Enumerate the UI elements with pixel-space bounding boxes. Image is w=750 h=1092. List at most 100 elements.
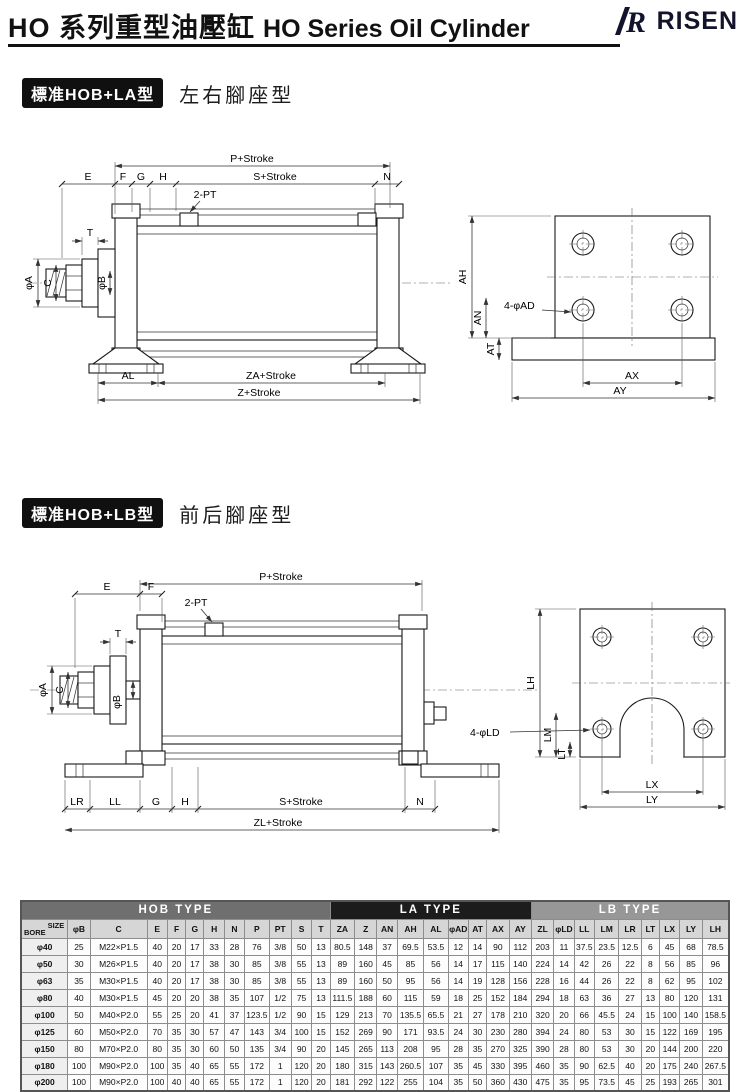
value-cell: 14	[447, 954, 469, 973]
value-cell: 37.5	[573, 937, 595, 956]
value-cell: 40	[618, 1056, 642, 1075]
value-cell: 65.5	[423, 1005, 449, 1024]
rod-collar	[93, 665, 111, 715]
rear-fitting	[423, 701, 435, 725]
value-cell: 15	[640, 1022, 661, 1041]
value-cell: 394	[530, 1022, 555, 1041]
dim-f: F	[120, 171, 126, 183]
dim-phi-a: φA	[23, 276, 35, 290]
value-cell: 38	[203, 954, 225, 973]
value-cell: 62.5	[593, 1056, 620, 1075]
value-cell: 301	[701, 1073, 730, 1092]
mounting-bolts	[590, 625, 715, 741]
value-cell: 135	[244, 1039, 270, 1058]
value-cell: 14	[447, 971, 469, 990]
value-cell: 25	[67, 937, 91, 956]
value-cell: 100	[67, 1056, 91, 1075]
value-cell: 36	[593, 988, 620, 1007]
value-cell: 45	[618, 1073, 642, 1092]
value-cell: 40	[146, 954, 168, 973]
value-cell: 40	[146, 971, 168, 990]
dim-z-stroke: Z+Stroke	[238, 387, 281, 399]
value-cell: 224	[530, 954, 555, 973]
lb-foot-brackets	[64, 750, 500, 778]
value-cell: 320	[530, 1005, 555, 1024]
col-header-lm: LM	[593, 918, 620, 939]
col-header-ll: LL	[573, 918, 595, 939]
value-cell: 28	[553, 1039, 575, 1058]
value-cell: 30	[185, 1022, 205, 1041]
bore-cell: φ63	[20, 971, 69, 990]
header-rule	[8, 44, 620, 47]
la-foot-brackets	[88, 347, 426, 374]
value-cell: 395	[508, 1056, 532, 1075]
value-cell: 85	[244, 971, 270, 990]
value-cell: 85	[679, 954, 703, 973]
value-cell: 37	[376, 937, 398, 956]
value-cell: 80.5	[329, 937, 356, 956]
value-cell: 330	[486, 1056, 510, 1075]
value-cell: 24	[447, 1022, 469, 1041]
value-cell: 14	[467, 937, 488, 956]
rear-fitting-nut	[433, 706, 447, 721]
value-cell: 175	[658, 1056, 681, 1075]
dim-lr: LR	[70, 796, 84, 808]
gland-plate	[97, 248, 116, 318]
value-cell: 200	[679, 1039, 703, 1058]
col-header-ay: AY	[508, 918, 532, 939]
value-cell: 20	[166, 954, 187, 973]
dim-n: N	[383, 171, 391, 183]
value-cell: 90	[573, 1056, 595, 1075]
value-cell: 60	[67, 1022, 91, 1041]
value-cell: 50	[290, 937, 313, 956]
value-cell: 112	[508, 937, 532, 956]
value-cell: 53	[593, 1022, 620, 1041]
value-cell: 13	[311, 971, 331, 990]
bore-cell: φ50	[20, 954, 69, 973]
rod-nut	[65, 264, 83, 302]
head-end-plate	[139, 628, 163, 752]
col-header-c: C	[89, 918, 148, 939]
value-cell: 35	[447, 1056, 469, 1075]
dim-4-ld: 4-φLD	[470, 727, 500, 739]
value-cell: 50	[223, 1039, 246, 1058]
value-cell: 63	[573, 988, 595, 1007]
value-cell: 89	[329, 971, 356, 990]
dim-h: H	[159, 171, 167, 183]
value-cell: 20	[311, 1056, 331, 1075]
value-cell: 22	[618, 954, 642, 973]
value-cell: 45.5	[593, 1005, 620, 1024]
value-cell: 325	[508, 1039, 532, 1058]
col-header-phi-ad: φAD	[447, 918, 469, 939]
bore-cell: φ150	[20, 1039, 69, 1058]
value-cell: 1	[268, 1056, 292, 1075]
value-cell: 30	[618, 1039, 642, 1058]
dim-lt: LT	[556, 748, 568, 760]
tie-rods	[115, 208, 401, 358]
group-header-lb: LB TYPE	[530, 900, 730, 920]
port-label: 2-PT	[194, 189, 217, 201]
badge-hob-la: 標准HOB+LA型	[22, 78, 164, 108]
value-cell: 69.5	[396, 937, 425, 956]
value-cell: 75	[290, 988, 313, 1007]
value-cell: 152	[486, 988, 510, 1007]
value-cell: 60	[376, 988, 398, 1007]
value-cell: 17	[467, 954, 488, 973]
value-cell: 240	[679, 1056, 703, 1075]
dim-lx: LX	[646, 779, 659, 791]
dim-t: T	[87, 227, 94, 239]
value-cell: 210	[508, 1005, 532, 1024]
value-cell: 20	[185, 988, 205, 1007]
value-cell: 80	[573, 1022, 595, 1041]
subtitle-lb: 前后腳座型	[179, 504, 295, 527]
value-cell: 35	[553, 1073, 575, 1092]
value-cell: 65	[203, 1056, 225, 1075]
value-cell: 120	[290, 1056, 313, 1075]
dim-at: AT	[485, 342, 497, 355]
value-cell: 160	[354, 971, 378, 990]
